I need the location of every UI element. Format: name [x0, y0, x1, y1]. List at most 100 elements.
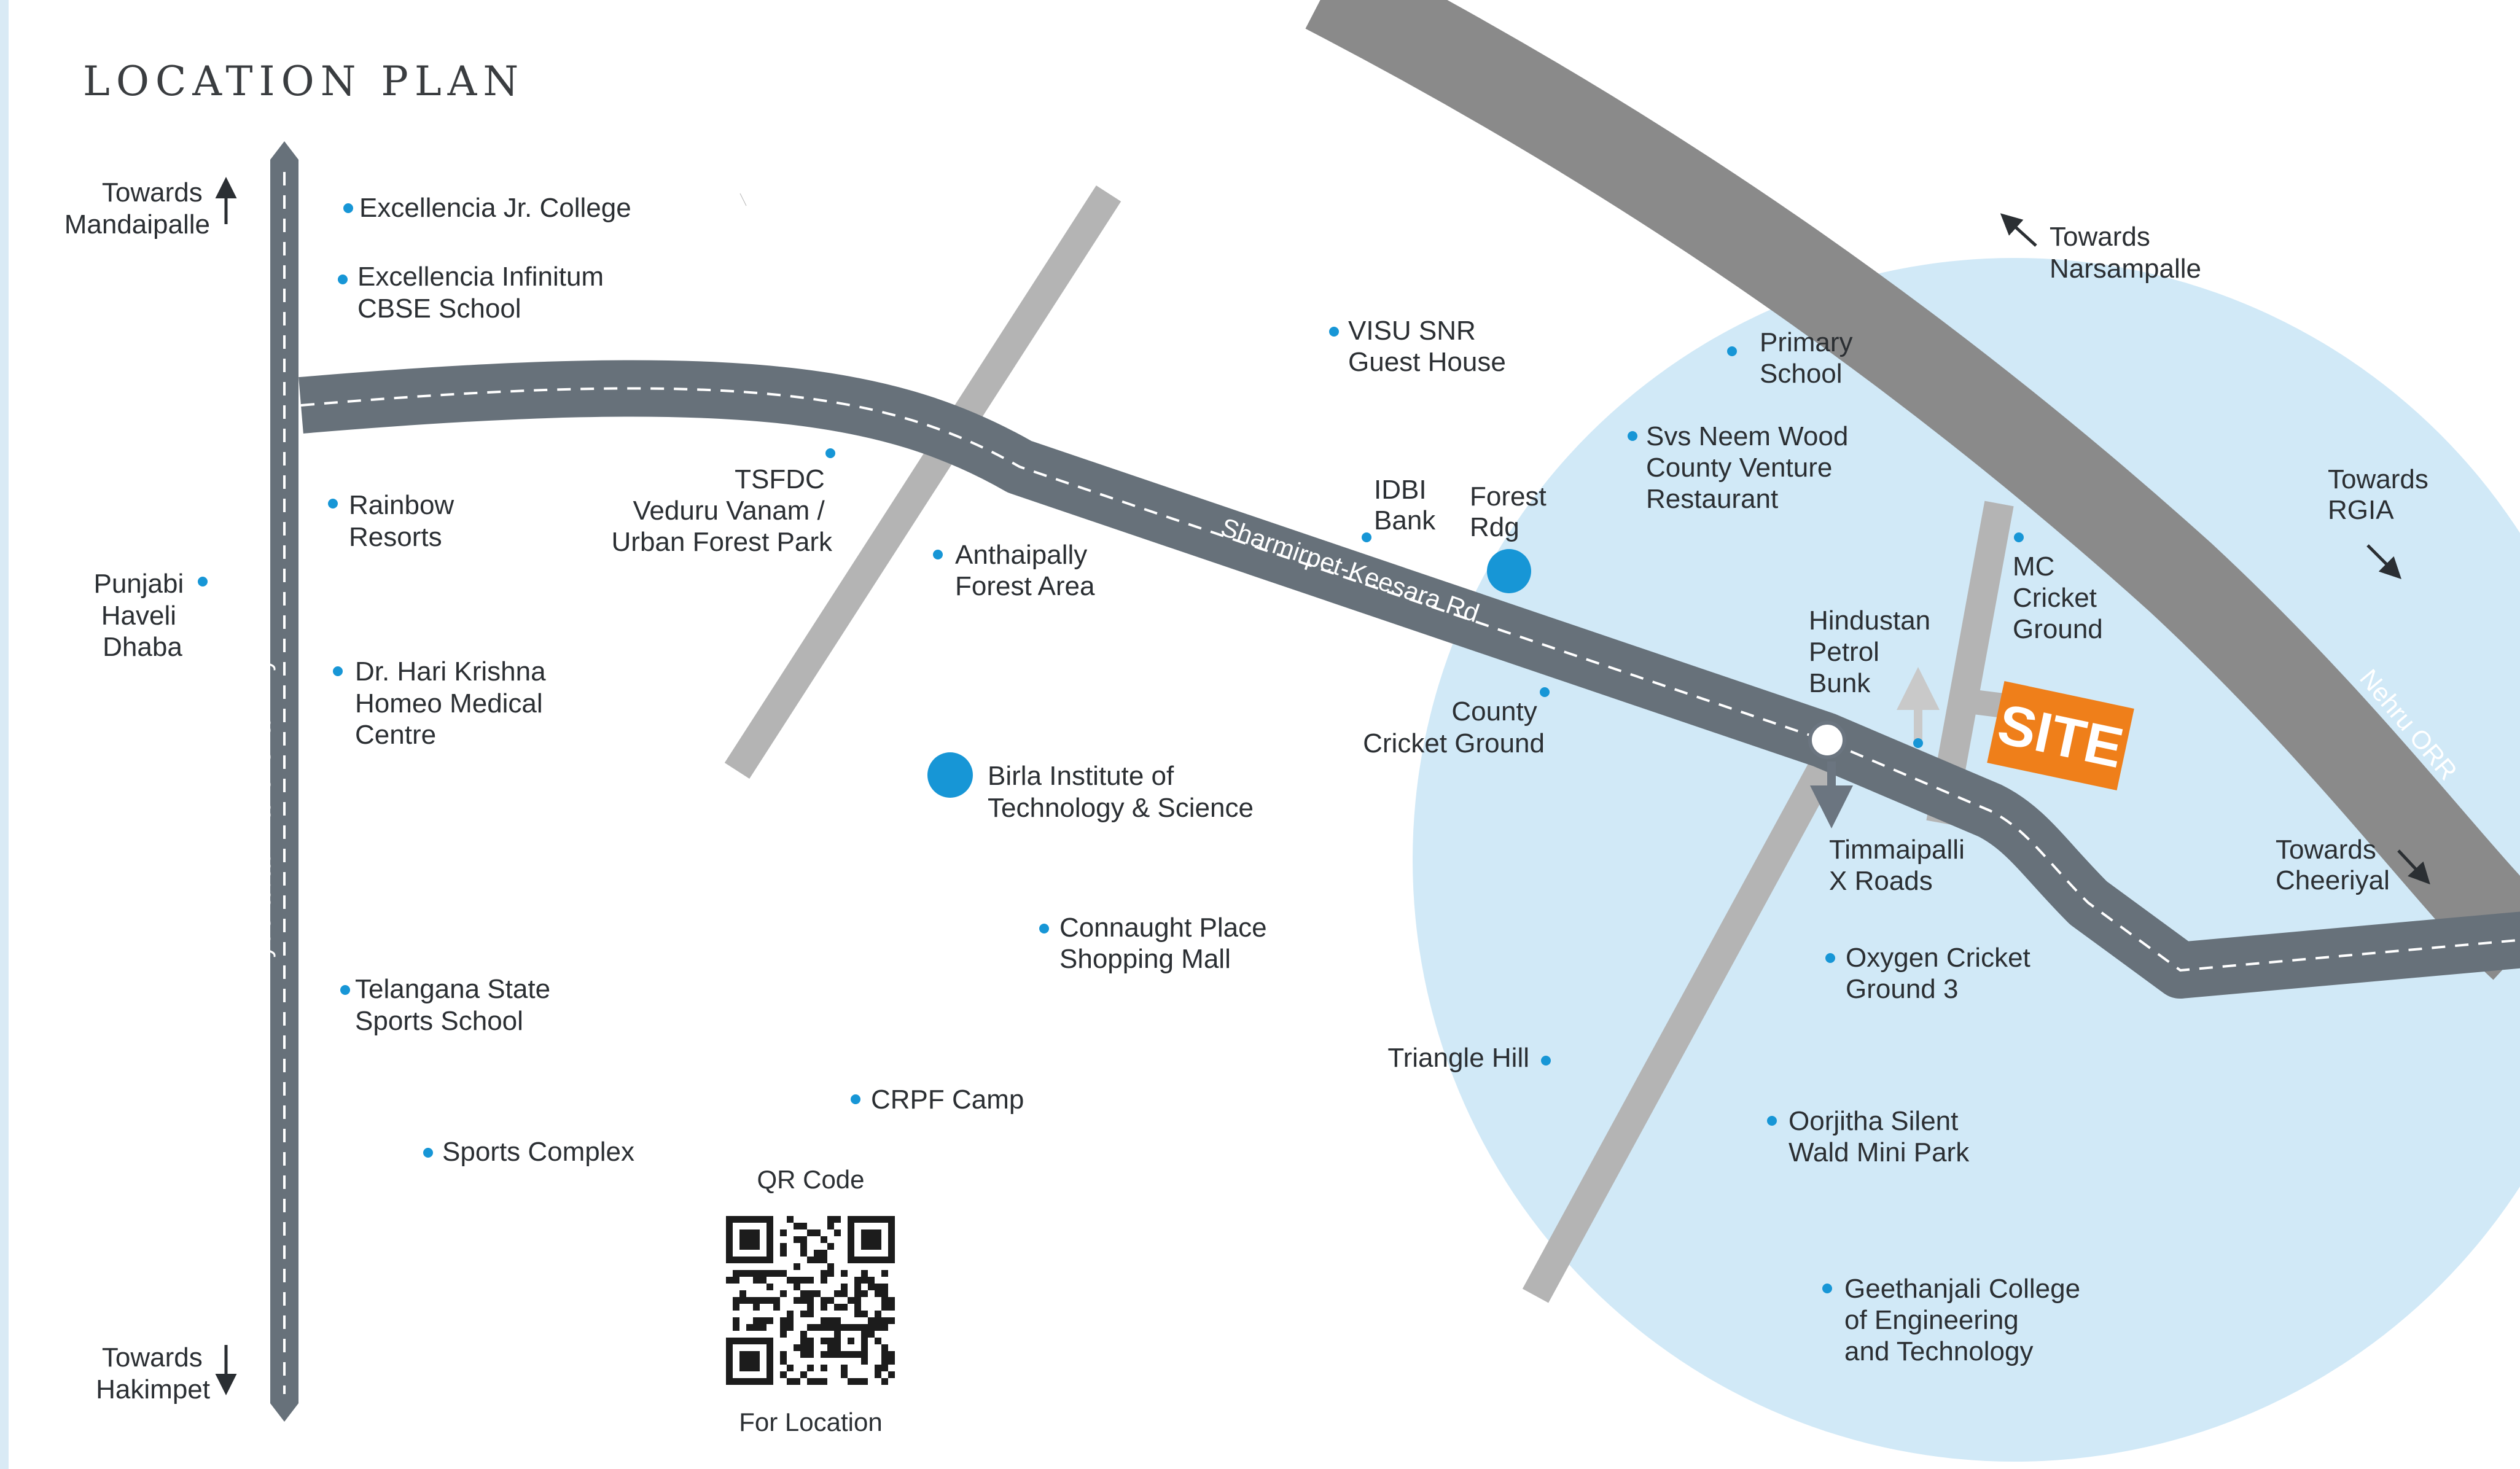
qr-module [794, 1277, 800, 1284]
qr-module [827, 1324, 834, 1331]
qr-module [875, 1324, 881, 1331]
tsfdc-label: TSFDC Veduru Vanam / Urban Forest Park [612, 464, 833, 557]
qr-module [827, 1223, 834, 1229]
poi-dot [328, 499, 338, 508]
qr-module [827, 1270, 834, 1277]
qr-module [827, 1338, 834, 1344]
qr-module [875, 1365, 881, 1371]
qr-module [780, 1351, 787, 1358]
qr-module [733, 1317, 739, 1324]
qr-module [800, 1338, 807, 1344]
poi-dot [2014, 532, 2024, 542]
towards-mandaipalle-label: Towards Mandaipalle [64, 177, 210, 240]
poi-dot [1362, 532, 1371, 542]
qr-module [787, 1317, 794, 1324]
qr-module [881, 1365, 888, 1371]
qr-module [868, 1324, 875, 1331]
timmaipalli-x-roads-label: Timmaipalli X Roads [1829, 835, 1972, 896]
qr-module [807, 1365, 814, 1371]
qr-module [881, 1270, 888, 1277]
qr-module [760, 1270, 767, 1277]
qr-module [794, 1223, 800, 1229]
triangle-hill-label: Triangle Hill [1387, 1043, 1529, 1073]
qr-module [854, 1304, 861, 1311]
arrow-southeast-icon [2366, 544, 2401, 579]
qr-module [794, 1263, 800, 1270]
qr-module [726, 1277, 733, 1284]
poi-dot [825, 448, 835, 458]
qr-module [794, 1344, 800, 1351]
mc-cricket-ground-label: MC Cricket Ground [2013, 551, 2104, 644]
qr-module [753, 1270, 760, 1277]
towards-rgia-label: Towards RGIA [2328, 464, 2436, 525]
qr-module [841, 1284, 848, 1290]
qr-module [760, 1324, 767, 1331]
qr-module [787, 1277, 794, 1284]
qr-module [773, 1297, 780, 1304]
qr-module [861, 1270, 868, 1277]
qr-module [888, 1351, 895, 1358]
qr-module [841, 1365, 848, 1371]
qr-module [753, 1324, 760, 1331]
towards-cheeriyal-label: Towards Cheeriyal [2276, 835, 2390, 895]
qr-module [807, 1338, 814, 1344]
qr-module [888, 1297, 895, 1304]
qr-module [800, 1351, 807, 1358]
qr-module [807, 1277, 814, 1284]
qr-module [780, 1358, 787, 1365]
qr-module [733, 1304, 739, 1311]
qr-module [881, 1284, 888, 1290]
qr-module [739, 1270, 746, 1277]
qr-module [821, 1378, 827, 1385]
qr-module [821, 1297, 827, 1304]
qr-module [827, 1317, 834, 1324]
qr-module [854, 1277, 861, 1284]
qr-module [753, 1277, 760, 1284]
poi-dot [1329, 327, 1339, 337]
qr-module [841, 1270, 848, 1277]
qr-module [767, 1297, 773, 1304]
qr-module [827, 1344, 834, 1351]
qr-module [881, 1304, 888, 1311]
anthaipally-forest-label: Anthaipally Forest Area [955, 540, 1095, 601]
qr-module [814, 1378, 821, 1385]
site-radius-circle [1413, 258, 2520, 1462]
qr-module [773, 1270, 780, 1277]
qr-module [848, 1378, 854, 1385]
qr-module [800, 1223, 807, 1229]
poi-dot [1540, 687, 1550, 697]
forest-rdg-label: Forest Rdg [1470, 481, 1554, 542]
qr-module [746, 1270, 753, 1277]
qr-module [821, 1324, 827, 1331]
qr-module [821, 1236, 827, 1243]
qr-module [753, 1304, 760, 1311]
qr-module [807, 1344, 814, 1351]
qr-module [875, 1284, 881, 1290]
qr-module [848, 1297, 854, 1304]
qr-module [834, 1229, 841, 1236]
geethanjali-college-label: Geethanjali College of Engineering and T… [1844, 1274, 2088, 1366]
qr-module [780, 1270, 787, 1277]
qr-module [780, 1290, 787, 1297]
qr-module [746, 1324, 753, 1331]
qr-module [800, 1236, 807, 1243]
qr-module [821, 1304, 827, 1311]
qr-module [753, 1297, 760, 1304]
qr-module [868, 1331, 875, 1338]
poi-dot [1727, 346, 1737, 356]
qr-module [807, 1324, 814, 1331]
qr-module [780, 1250, 787, 1257]
qr-module [760, 1297, 767, 1304]
qr-module [861, 1311, 868, 1317]
qr-module [875, 1317, 881, 1324]
anthaipally-cross-road [724, 185, 1122, 779]
main-road-centerline [300, 387, 2520, 972]
qr-code-icon[interactable] [726, 1216, 895, 1385]
sports-complex-label: Sports Complex [442, 1137, 634, 1167]
excellencia-jr-college-label: Excellencia Jr. College [359, 193, 631, 223]
qr-module [787, 1216, 794, 1223]
qr-module [888, 1371, 895, 1378]
qr-module [780, 1243, 787, 1250]
qr-module [821, 1277, 827, 1284]
svs-neem-wood-label: Svs Neem Wood County Venture Restaurant [1646, 421, 1856, 514]
